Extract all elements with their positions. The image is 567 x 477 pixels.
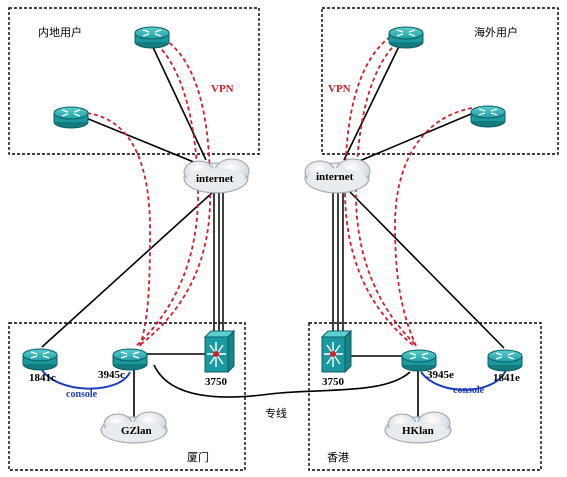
- router-1841e-label: 1841e: [493, 372, 520, 384]
- link-internet-1841e: [349, 191, 505, 349]
- link-dedicated-line: [153, 364, 411, 398]
- dedicated-line-label: 专线: [265, 406, 287, 420]
- router-1841e-icon: [487, 349, 523, 372]
- router-3945e-label: 3945e: [427, 369, 454, 381]
- router-1841c-label: 1841c: [29, 372, 56, 384]
- internet-right-label: internet: [316, 171, 354, 183]
- switch-3750-left-label: 3750: [205, 376, 228, 388]
- internet-cloud-right: [304, 158, 371, 194]
- link-mainland-router-left-internet: [85, 117, 202, 166]
- internet-cloud-left: [183, 158, 250, 194]
- console-right-label: console: [453, 385, 485, 396]
- router-1841c-icon: [22, 348, 58, 371]
- router-overseas-top-icon: [388, 26, 424, 49]
- router-3945c-icon: [112, 348, 148, 371]
- link-overseas-router-right-internet: [349, 113, 472, 166]
- mainland-users-box: [8, 7, 260, 155]
- internet-left-label: internet: [196, 173, 234, 185]
- overseas-users-label: 海外用户: [474, 25, 518, 39]
- switch-3750-left-icon: [203, 329, 236, 374]
- vpn-right-label: VPN: [328, 83, 351, 95]
- link-overseas-router-top-internet: [343, 37, 404, 161]
- vpn-left-label: VPN: [211, 83, 234, 95]
- console-left-label: console: [66, 389, 98, 400]
- link-internet-1841c: [41, 191, 214, 348]
- router-mainland-left-icon: [53, 106, 89, 129]
- vpn-tunnels: [86, 32, 473, 347]
- switch-3750-right-icon: [320, 329, 353, 374]
- xiamen-site-box: [8, 322, 246, 471]
- router-3945c-label: 3945c: [98, 369, 125, 381]
- link-mainland-router-top-internet: [150, 42, 207, 161]
- switch-3750-right-label: 3750: [322, 376, 345, 388]
- overseas-users-box: [321, 7, 559, 155]
- hklan-label: HKlan: [402, 425, 434, 437]
- router-overseas-right-icon: [470, 105, 506, 128]
- console-links: [39, 366, 508, 391]
- gzlan-cloud: [100, 411, 168, 444]
- xiamen-label: 厦门: [187, 450, 209, 464]
- router-3945e-icon: [401, 349, 437, 372]
- hongkong-site-box: [308, 322, 542, 471]
- mainland-users-label: 内地用户: [38, 25, 82, 39]
- internet-3750-links: [213, 192, 344, 338]
- hongkong-label: 香港: [327, 451, 349, 464]
- gzlan-label: GZlan: [121, 425, 152, 437]
- hklan-cloud: [384, 411, 452, 444]
- router-mainland-top-icon: [134, 26, 170, 49]
